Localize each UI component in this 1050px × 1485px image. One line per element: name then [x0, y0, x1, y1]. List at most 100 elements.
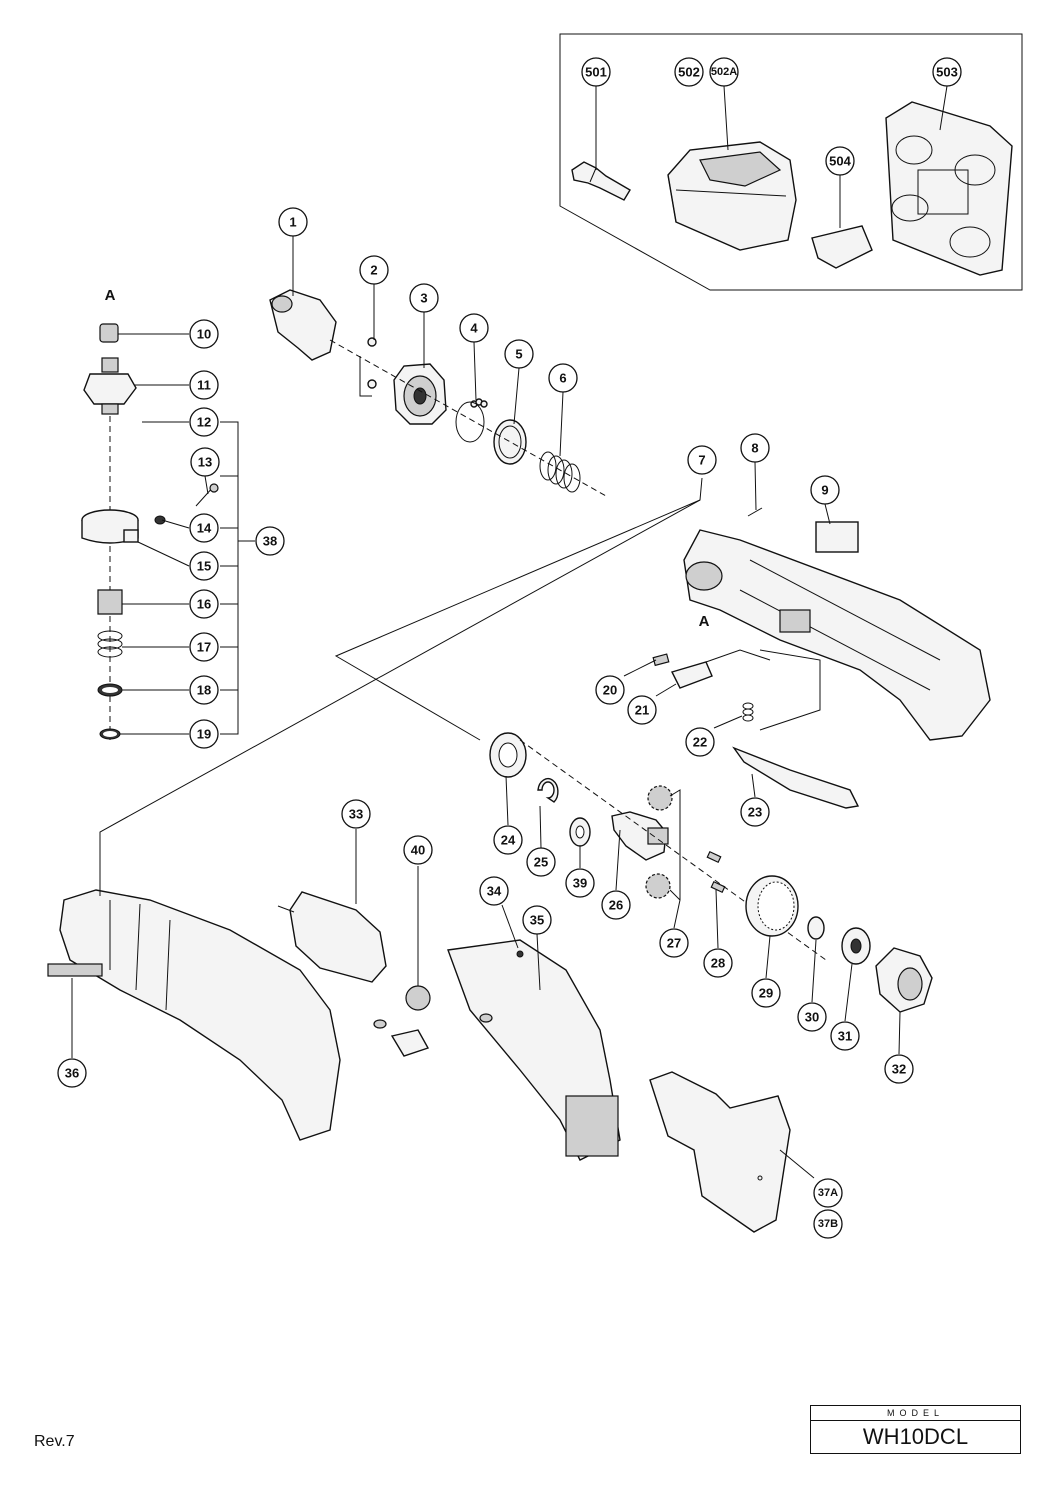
- case-drawing: [885, 101, 1013, 276]
- callout-7: 7: [687, 445, 717, 475]
- callout-17: 17: [189, 632, 219, 662]
- callout-3: 3: [409, 283, 439, 313]
- svg-text:21: 21: [635, 703, 649, 718]
- svg-text:37B: 37B: [818, 1218, 838, 1230]
- svg-text:23: 23: [748, 805, 762, 820]
- svg-text:18: 18: [197, 683, 211, 698]
- callout-19: 19: [189, 719, 219, 749]
- ref-mark-a-right: A: [699, 613, 710, 630]
- model-name: WH10DCL: [862, 1424, 969, 1449]
- model-box: MODEL WH10DCL: [810, 1405, 1021, 1454]
- svg-text:502: 502: [678, 65, 700, 80]
- svg-text:16: 16: [197, 597, 211, 612]
- svg-text:2: 2: [370, 263, 377, 278]
- ball-drawing-2: [367, 379, 377, 389]
- svg-text:15: 15: [197, 559, 211, 574]
- callout-36: 36: [57, 1058, 87, 1088]
- revision-label: Rev.7: [34, 1433, 75, 1450]
- callout-29: 29: [751, 978, 781, 1008]
- svg-text:13: 13: [198, 455, 212, 470]
- svg-text:37A: 37A: [818, 1187, 838, 1199]
- callout-26: 26: [601, 890, 631, 920]
- svg-text:10: 10: [197, 327, 211, 342]
- charger-drawing: [667, 141, 797, 251]
- svg-text:32: 32: [892, 1062, 906, 1077]
- spindle-drawing: [611, 811, 669, 861]
- svg-text:35: 35: [530, 913, 544, 928]
- callout-4: 4: [459, 313, 489, 343]
- svg-text:17: 17: [197, 640, 211, 655]
- callout-40: 40: [403, 835, 433, 865]
- motor-drawing: [277, 891, 387, 983]
- callout-16: 16: [189, 589, 219, 619]
- svg-text:502A: 502A: [711, 66, 737, 78]
- svg-text:14: 14: [197, 521, 212, 536]
- callout-13: 13: [190, 447, 220, 477]
- accessory-box-outline: [559, 33, 1023, 291]
- callout-39: 39: [565, 868, 595, 898]
- svg-text:39: 39: [573, 876, 587, 891]
- callout-503: 503: [932, 57, 962, 87]
- callout-35: 35: [522, 905, 552, 935]
- callout-502A: 502A: [709, 57, 739, 87]
- svg-text:30: 30: [805, 1010, 819, 1025]
- callout-34: 34: [479, 876, 509, 906]
- svg-text:12: 12: [197, 415, 211, 430]
- svg-text:6: 6: [559, 371, 566, 386]
- svg-text:19: 19: [197, 727, 211, 742]
- nameplate-drawing: [47, 963, 103, 977]
- callout-37A: 37A: [813, 1178, 843, 1208]
- svg-text:40: 40: [411, 843, 425, 858]
- callout-14: 14: [189, 513, 219, 543]
- switch-drawing: [447, 939, 621, 1161]
- svg-text:22: 22: [693, 735, 707, 750]
- hammer-drawing: [393, 363, 447, 425]
- callout-24: 24: [493, 825, 523, 855]
- svg-text:4: 4: [470, 321, 478, 336]
- callout-12: 12: [189, 407, 219, 437]
- clip-drawing: [811, 225, 873, 269]
- housing-right-drawing: [683, 529, 991, 741]
- callout-33: 33: [341, 799, 371, 829]
- svg-text:34: 34: [487, 884, 502, 899]
- callout-6: 6: [548, 363, 578, 393]
- svg-text:38: 38: [263, 534, 277, 549]
- callout-23: 23: [740, 797, 770, 827]
- svg-text:1: 1: [289, 215, 296, 230]
- svg-text:504: 504: [829, 154, 851, 169]
- callout-25: 25: [526, 847, 556, 877]
- svg-text:11: 11: [197, 378, 211, 393]
- callout-21: 21: [627, 695, 657, 725]
- svg-text:8: 8: [751, 441, 758, 456]
- callout-15: 15: [189, 551, 219, 581]
- callouts: 501 502 502A 503 504 1 2 3 4 5 6 7 8 9 1…: [57, 57, 962, 1239]
- svg-text:27: 27: [667, 936, 681, 951]
- callout-32: 32: [884, 1054, 914, 1084]
- callout-5: 5: [504, 339, 534, 369]
- svg-text:3: 3: [420, 291, 427, 306]
- callout-1: 1: [278, 207, 308, 237]
- callout-10: 10: [189, 319, 219, 349]
- planet-gear-drawing: [645, 785, 673, 899]
- lever-drawing: [732, 746, 860, 809]
- svg-text:28: 28: [711, 956, 725, 971]
- callout-8: 8: [740, 433, 770, 463]
- washer-drawing: [455, 401, 485, 443]
- bit-drawing: [571, 161, 631, 201]
- svg-text:29: 29: [759, 986, 773, 1001]
- svg-text:7: 7: [698, 453, 705, 468]
- callout-9: 9: [810, 475, 840, 505]
- callout-504: 504: [825, 146, 855, 176]
- ball-drawing: [367, 337, 377, 347]
- spring-drawing: [539, 451, 581, 493]
- svg-text:26: 26: [609, 898, 623, 913]
- callout-11: 11: [189, 370, 219, 400]
- svg-text:20: 20: [603, 683, 617, 698]
- svg-text:9: 9: [821, 483, 828, 498]
- callout-31: 31: [830, 1021, 860, 1051]
- callout-37B: 37B: [813, 1209, 843, 1239]
- callout-18: 18: [189, 675, 219, 705]
- svg-text:25: 25: [534, 855, 548, 870]
- callout-2: 2: [359, 255, 389, 285]
